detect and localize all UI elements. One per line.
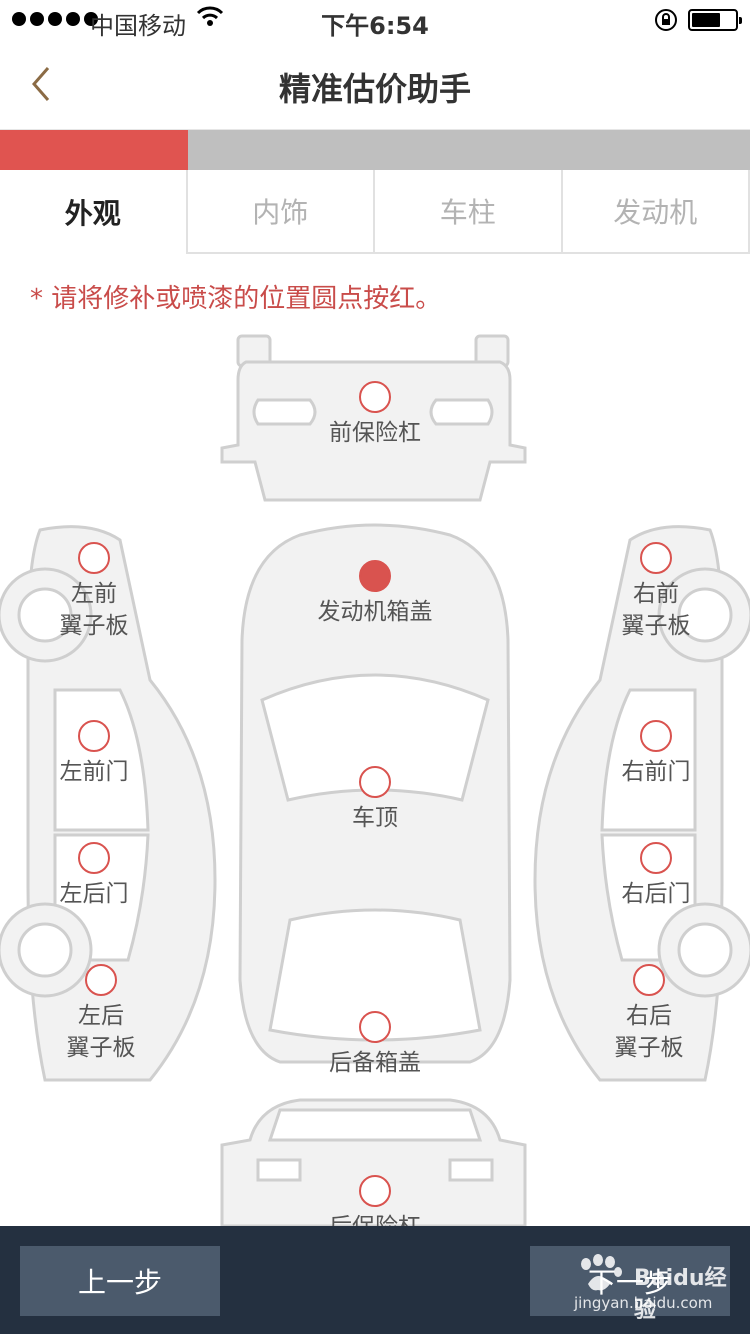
category-tabs: 外观 内饰 车柱 发动机 bbox=[0, 170, 750, 254]
spot-dot[interactable] bbox=[359, 1011, 391, 1043]
spot-label: 左前 翼子板 bbox=[59, 581, 129, 639]
spot-trunk-lid[interactable]: 后备箱盖 bbox=[275, 1011, 475, 1079]
spot-dot[interactable] bbox=[359, 560, 391, 592]
spot-label: 右前 翼子板 bbox=[621, 581, 691, 639]
spot-dot[interactable] bbox=[359, 381, 391, 413]
progress-fill bbox=[0, 130, 188, 170]
spot-label: 前保险杠 bbox=[329, 420, 421, 446]
spot-hood[interactable]: 发动机箱盖 bbox=[275, 560, 475, 628]
spot-dot[interactable] bbox=[640, 720, 672, 752]
spot-dot[interactable] bbox=[359, 766, 391, 798]
spot-left-rear-door[interactable]: 左后门 bbox=[0, 842, 194, 910]
spot-label: 左后门 bbox=[59, 881, 129, 907]
car-damage-diagram: 前保险杠 发动机箱盖 车顶 后备箱盖 后保险杠 左前 翼子板 左前门 左后门 左… bbox=[0, 330, 750, 1226]
carrier-name: 中国移动 bbox=[90, 12, 186, 40]
tab-interior[interactable]: 内饰 bbox=[185, 170, 373, 254]
instruction-text: * 请将修补或喷漆的位置圆点按红。 bbox=[30, 284, 442, 314]
spot-left-front-fender[interactable]: 左前 翼子板 bbox=[0, 542, 194, 642]
spot-dot[interactable] bbox=[359, 1175, 391, 1207]
baidu-jingyan-watermark: Baidu经验 jingyan.baidu.com bbox=[574, 1254, 744, 1323]
clock: 下午6:54 bbox=[321, 12, 429, 40]
spot-label: 左后 翼子板 bbox=[66, 1003, 136, 1061]
page-title: 精准估价助手 bbox=[278, 70, 471, 108]
spot-label: 右前门 bbox=[621, 759, 691, 785]
spot-right-rear-door[interactable]: 右后门 bbox=[556, 842, 750, 910]
tab-exterior[interactable]: 外观 bbox=[64, 197, 121, 230]
spot-front-bumper[interactable]: 前保险杠 bbox=[275, 381, 475, 449]
spot-right-front-fender[interactable]: 右前 翼子板 bbox=[556, 542, 750, 642]
watermark-brand: Baidu经验 bbox=[634, 1266, 727, 1323]
spot-left-front-door[interactable]: 左前门 bbox=[0, 720, 194, 788]
tab-pillars[interactable]: 车柱 bbox=[373, 170, 561, 254]
spot-label: 发动机箱盖 bbox=[317, 599, 433, 625]
signal-strength-icon bbox=[12, 12, 98, 26]
nav-bar: 精准估价助手 bbox=[0, 40, 750, 130]
tab-engine[interactable]: 发动机 bbox=[560, 170, 750, 254]
spot-label: 后保险杠 bbox=[275, 1211, 475, 1226]
spot-right-front-door[interactable]: 右前门 bbox=[556, 720, 750, 788]
spot-dot[interactable] bbox=[640, 542, 672, 574]
spot-roof[interactable]: 车顶 bbox=[275, 766, 475, 834]
orientation-lock-icon bbox=[655, 9, 677, 31]
spot-label: 车顶 bbox=[352, 805, 398, 831]
spot-right-rear-fender[interactable]: 右后 翼子板 bbox=[549, 964, 749, 1064]
previous-step-button[interactable]: 上一步 bbox=[20, 1246, 220, 1316]
wifi-icon bbox=[196, 6, 224, 26]
spot-dot[interactable] bbox=[633, 964, 665, 996]
spot-dot[interactable] bbox=[85, 964, 117, 996]
spot-dot[interactable] bbox=[78, 542, 110, 574]
spot-left-rear-fender[interactable]: 左后 翼子板 bbox=[1, 964, 201, 1064]
spot-dot[interactable] bbox=[78, 720, 110, 752]
bottom-action-bar: 上一步 下一步 bbox=[0, 1226, 750, 1334]
spot-label: 右后门 bbox=[621, 881, 691, 907]
spot-rear-bumper[interactable]: 后保险杠 bbox=[275, 1175, 475, 1226]
spot-dot[interactable] bbox=[78, 842, 110, 874]
spot-label: 后备箱盖 bbox=[329, 1050, 421, 1076]
spot-label: 左前门 bbox=[59, 759, 129, 785]
back-arrow-icon[interactable] bbox=[26, 62, 66, 106]
progress-bar bbox=[0, 130, 750, 170]
battery-icon bbox=[688, 9, 742, 31]
paw-logo-icon bbox=[581, 1254, 622, 1291]
status-bar: 中国移动 下午6:54 bbox=[0, 0, 750, 40]
car-outline-illustration bbox=[0, 334, 750, 1226]
watermark-url: jingyan.baidu.com bbox=[574, 1294, 713, 1312]
spot-label: 右后 翼子板 bbox=[614, 1003, 684, 1061]
spot-dot[interactable] bbox=[640, 842, 672, 874]
